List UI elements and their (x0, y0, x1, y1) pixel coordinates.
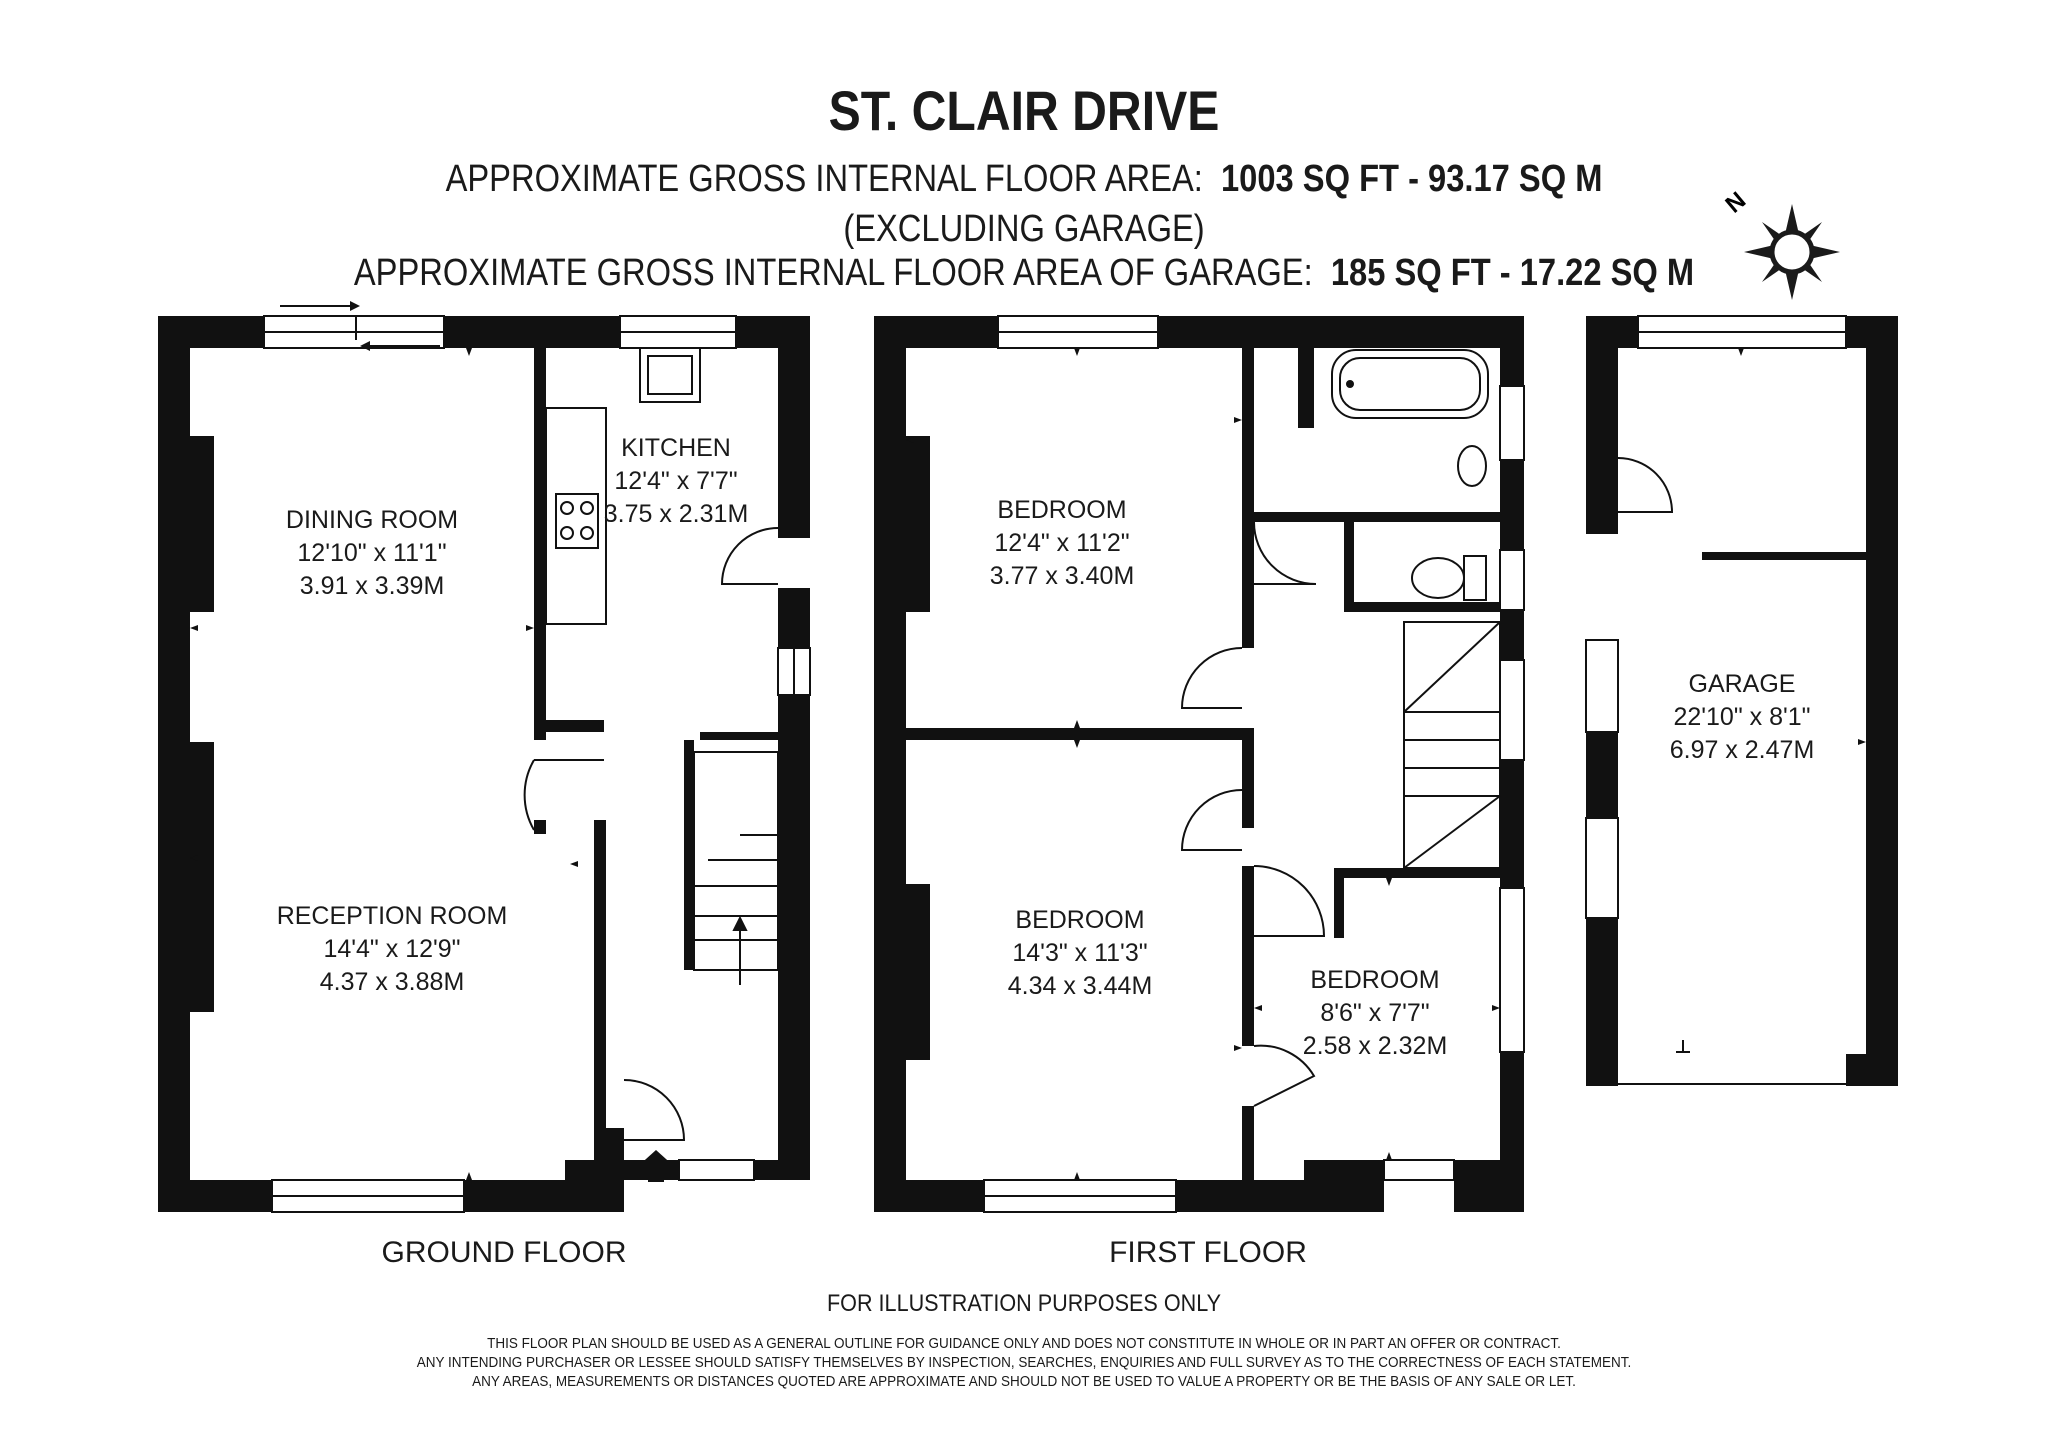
room-kitchen: KITCHEN 12'4" x 7'7" 3.75 x 2.31M (604, 434, 749, 528)
first-floor-label: FIRST FLOOR (1109, 1236, 1307, 1269)
garage-area-line: APPROXIMATE GROSS INTERNAL FLOOR AREA OF… (143, 252, 1904, 295)
illustration-note: FOR ILLUSTRATION PURPOSES ONLY (826, 1290, 1222, 1317)
garage-area-label: APPROXIMATE GROSS INTERNAL FLOOR AREA OF… (353, 252, 1313, 294)
first-floor-plan (874, 315, 1525, 1213)
disclaimer-line-2: ANY INTENDING PURCHASER OR LESSEE SHOULD… (416, 1354, 1632, 1371)
room-garage: GARAGE 22'10" x 8'1" 6.97 x 2.47M (1670, 670, 1815, 764)
bedroom-3-metric: 2.58 x 2.32M (1303, 1032, 1448, 1060)
garage-imperial: 22'10" x 8'1" (1673, 703, 1810, 731)
plan-title: ST. CLAIR DRIVE (828, 79, 1220, 142)
dining-room-name: DINING ROOM (286, 506, 458, 534)
garage-area-value: 185 SQ FT - 17.22 SQ M (1330, 252, 1695, 294)
floor-area-line: APPROXIMATE GROSS INTERNAL FLOOR AREA: 1… (143, 158, 1904, 201)
room-reception: RECEPTION ROOM 14'4" x 12'9" 4.37 x 3.88… (277, 902, 508, 996)
bedroom-1-name: BEDROOM (997, 496, 1126, 524)
kitchen-name: KITCHEN (621, 434, 731, 462)
bedroom-2-name: BEDROOM (1015, 906, 1144, 934)
disclaimer-line-1: THIS FLOOR PLAN SHOULD BE USED AS A GENE… (487, 1335, 1561, 1352)
garage-metric: 6.97 x 2.47M (1670, 736, 1815, 764)
kitchen-imperial: 12'4" x 7'7" (614, 467, 737, 495)
room-bedroom-3: BEDROOM 8'6" x 7'7" 2.58 x 2.32M (1303, 966, 1448, 1060)
floor-area-note: (EXCLUDING GARAGE) (843, 208, 1205, 250)
garage-name: GARAGE (1689, 670, 1796, 698)
kitchen-metric: 3.75 x 2.31M (604, 500, 749, 528)
bedroom-3-imperial: 8'6" x 7'7" (1320, 999, 1429, 1027)
bedroom-1-metric: 3.77 x 3.40M (990, 562, 1135, 590)
reception-room-metric: 4.37 x 3.88M (320, 968, 465, 996)
reception-room-imperial: 14'4" x 12'9" (323, 935, 460, 963)
room-bedroom-1: BEDROOM 12'4" x 11'2" 3.77 x 3.40M (990, 496, 1135, 590)
room-dining: DINING ROOM 12'10" x 11'1" 3.91 x 3.39M (286, 506, 458, 600)
bedroom-1-imperial: 12'4" x 11'2" (994, 529, 1129, 557)
ground-floor-label: GROUND FLOOR (381, 1236, 626, 1269)
reception-room-name: RECEPTION ROOM (277, 902, 508, 930)
room-bedroom-2: BEDROOM 14'3" x 11'3" 4.34 x 3.44M (1008, 906, 1153, 1000)
disclaimer-line-3: ANY AREAS, MEASUREMENTS OR DISTANCES QUO… (472, 1373, 1576, 1390)
compass-north-label: N (1721, 187, 1752, 219)
ground-floor-plan (158, 301, 811, 1213)
compass-rose-icon (1744, 204, 1840, 300)
floor-area-label: APPROXIMATE GROSS INTERNAL FLOOR AREA: (445, 158, 1203, 200)
dining-room-imperial: 12'10" x 11'1" (297, 539, 446, 567)
bedroom-3-name: BEDROOM (1310, 966, 1439, 994)
garage-plan (1585, 315, 1898, 1086)
dining-room-metric: 3.91 x 3.39M (300, 572, 445, 600)
floor-area-value: 1003 SQ FT - 93.17 SQ M (1220, 158, 1603, 200)
bedroom-2-metric: 4.34 x 3.44M (1008, 972, 1153, 1000)
bedroom-2-imperial: 14'3" x 11'3" (1012, 939, 1147, 967)
